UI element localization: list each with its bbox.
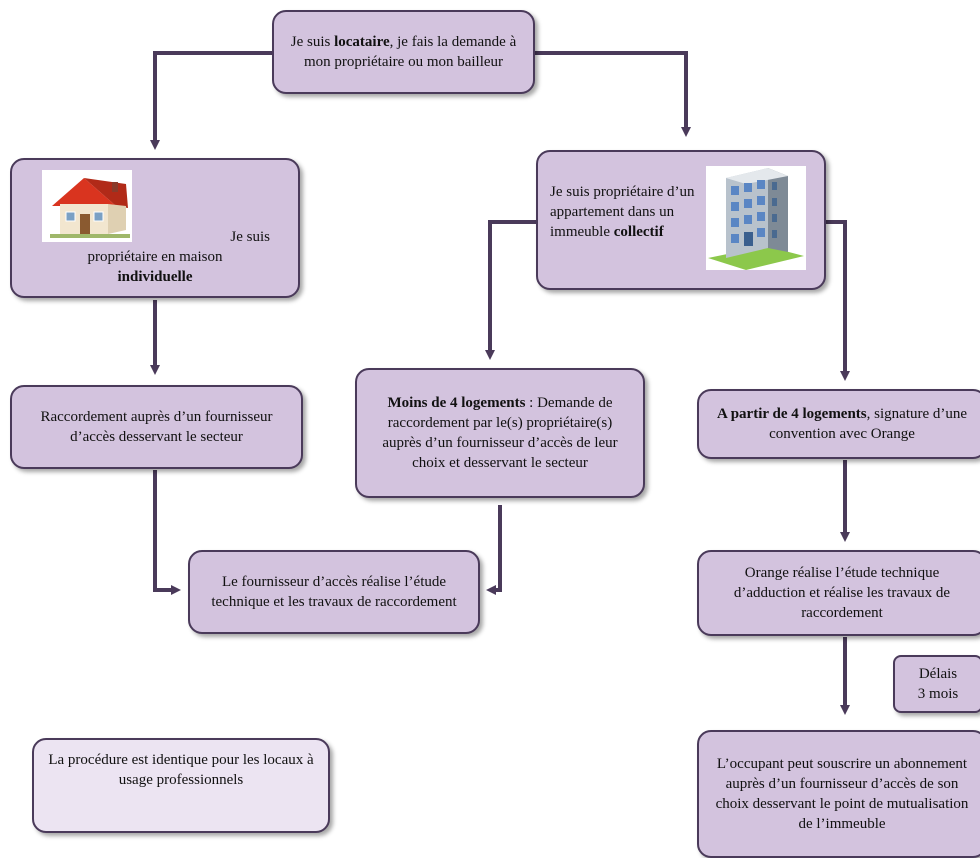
building-icon [706, 166, 806, 270]
moins-4-logements-box: Moins de 4 logements : Demande de raccor… [355, 368, 645, 498]
fournisseur-etude-box: Le fournisseur d’accès réalise l’étude t… [188, 550, 480, 634]
immeuble-text: Je suis propriétaire d’un appartement da… [550, 184, 695, 240]
house-icon [42, 170, 132, 242]
arrow-raccordement-to-fournisseur [153, 470, 181, 595]
locataire-box: Je suis locataire, je fais la demande à … [272, 10, 535, 94]
a-partir-4-logements-box: A partir de 4 logements, signature d’une… [697, 389, 980, 459]
arrow-moins4-to-fournisseur [486, 505, 502, 595]
collectif-keyword: collectif [613, 224, 664, 240]
arrow-immeuble-to-moins4 [485, 220, 536, 360]
moins-4-keyword: Moins de 4 logements [387, 395, 526, 411]
immeuble-collectif-box: Je suis propriétaire d’un appartement da… [536, 150, 826, 290]
occupant-box: L’occupant peut souscrire un abonnement … [697, 730, 980, 858]
locataire-keyword: locataire [334, 34, 390, 50]
orange-etude-box: Orange réalise l’étude technique d’adduc… [697, 550, 980, 636]
raccordement-box: Raccordement auprès d’un fournisseur d’a… [10, 385, 303, 469]
arrow-top-to-immeuble [535, 51, 691, 137]
maison-text: Je suis propriétaire en maison individue… [87, 229, 270, 285]
maison-individuelle-box: Je suis propriétaire en maison individue… [10, 158, 300, 298]
a-partir-4-keyword: A partir de 4 logements [716, 406, 867, 422]
arrow-top-to-maison [150, 51, 272, 150]
individuelle-keyword: individuelle [117, 269, 193, 285]
arrow-immeuble-to-apartir4 [825, 220, 850, 381]
procedure-note-box: La procédure est identique pour les loca… [32, 738, 330, 833]
